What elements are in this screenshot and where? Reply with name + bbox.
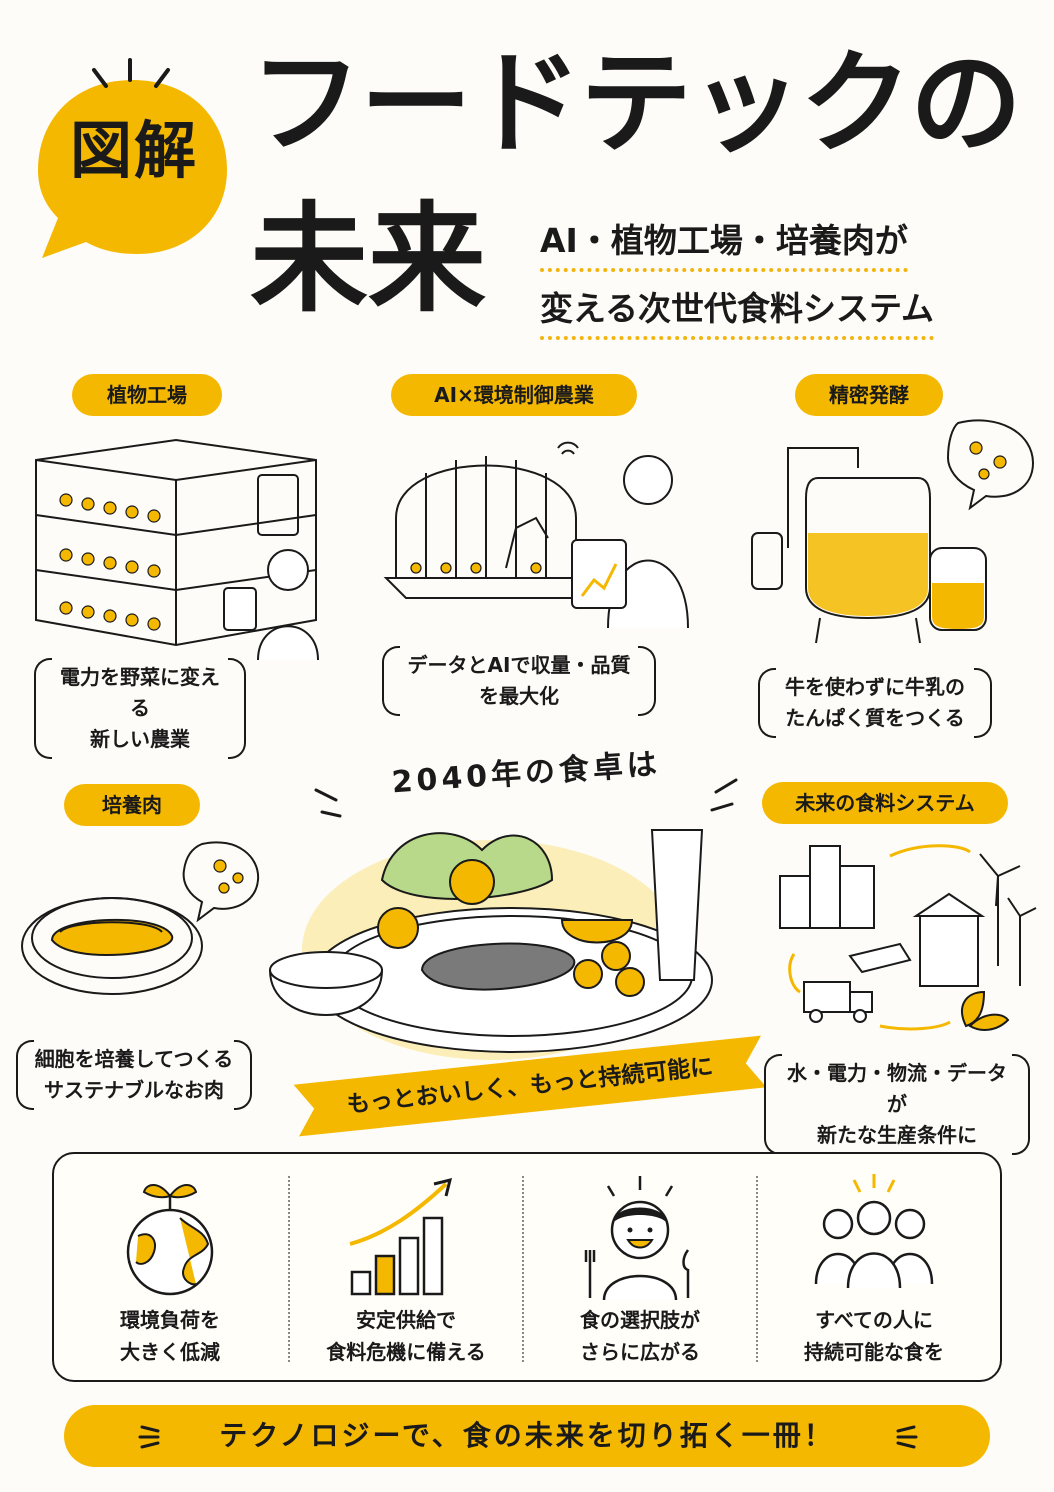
ai-farming-label: AI×環境制御農業 bbox=[391, 374, 637, 416]
plant-factory-caption: 電力を野菜に変える 新しい農業 bbox=[34, 658, 246, 759]
benefit-environment: 環境負荷を大きく低減 bbox=[54, 1154, 286, 1380]
cultured-meat-illustration bbox=[21, 841, 260, 995]
plant-factory-illustration bbox=[35, 438, 319, 660]
benefit-choices: 食の選択肢がさらに広がる bbox=[524, 1154, 756, 1380]
food-system-label: 未来の食料システム bbox=[762, 782, 1008, 824]
food-system-caption: 水・電力・物流・データが 新たな生産条件に bbox=[764, 1054, 1030, 1155]
benefit-everyone: すべての人に持続可能な食を bbox=[758, 1154, 990, 1380]
fermentation-label: 精密発酵 bbox=[795, 374, 943, 416]
benefit-choices-text: 食の選択肢がさらに広がる bbox=[580, 1308, 700, 1364]
benefits-panel: 環境負荷を大きく低減 安定供給で食料危機に備える bbox=[52, 1152, 1002, 1382]
ai-greenhouse-illustration bbox=[383, 441, 689, 628]
meal-plate-illustration bbox=[268, 829, 713, 1060]
badge-speech-bubble bbox=[38, 58, 227, 258]
benefit-supply-text: 安定供給で食料危機に備える bbox=[326, 1308, 486, 1364]
benefit-environment-text: 環境負荷を大きく低減 bbox=[120, 1308, 220, 1364]
subtitle-line1: AI・植物工場・培養肉が bbox=[540, 214, 908, 272]
cultured-meat-caption: 細胞を培養してつくる サステナブルなお肉 bbox=[16, 1040, 252, 1110]
benefit-divider bbox=[756, 1176, 758, 1362]
plant-factory-label: 植物工場 bbox=[72, 374, 222, 416]
bar-chart-growth-icon bbox=[349, 1177, 453, 1296]
page-title-line1: フードテックの bbox=[250, 39, 1022, 169]
benefit-divider bbox=[522, 1176, 524, 1362]
benefit-everyone-text: すべての人に持続可能な食を bbox=[804, 1308, 944, 1364]
subtitle-line2: 変える次世代食料システム bbox=[540, 282, 935, 340]
footer-sparkle-right-icon bbox=[896, 1425, 918, 1449]
badge-label: 図解 bbox=[69, 114, 198, 187]
page-title-line2: 未来 bbox=[250, 190, 487, 328]
benefit-supply: 安定供給で食料危機に備える bbox=[290, 1154, 522, 1380]
globe-sprout-icon bbox=[126, 1184, 214, 1296]
fermentation-caption: 牛を使わずに牛乳の たんぱく質をつくる bbox=[758, 668, 992, 738]
fermentation-tank-illustration bbox=[751, 419, 1035, 644]
rays-decoration bbox=[314, 778, 738, 818]
benefit-divider bbox=[288, 1176, 290, 1362]
group-of-people-icon bbox=[814, 1174, 934, 1289]
footer-sparkle-left-icon bbox=[138, 1425, 160, 1449]
footer-banner: テクノロジーで、食の未来を切り拓く一冊！ bbox=[64, 1405, 990, 1467]
ai-farming-caption: データとAIで収量・品質 を最大化 bbox=[382, 646, 656, 716]
center-ribbon bbox=[293, 1035, 767, 1137]
footer-text: テクノロジーで、食の未来を切り拓く一冊！ bbox=[219, 1419, 835, 1452]
smiling-person-utensils-icon bbox=[584, 1176, 690, 1300]
food-system-illustration bbox=[779, 844, 1037, 1031]
cultured-meat-label: 培養肉 bbox=[64, 784, 200, 826]
